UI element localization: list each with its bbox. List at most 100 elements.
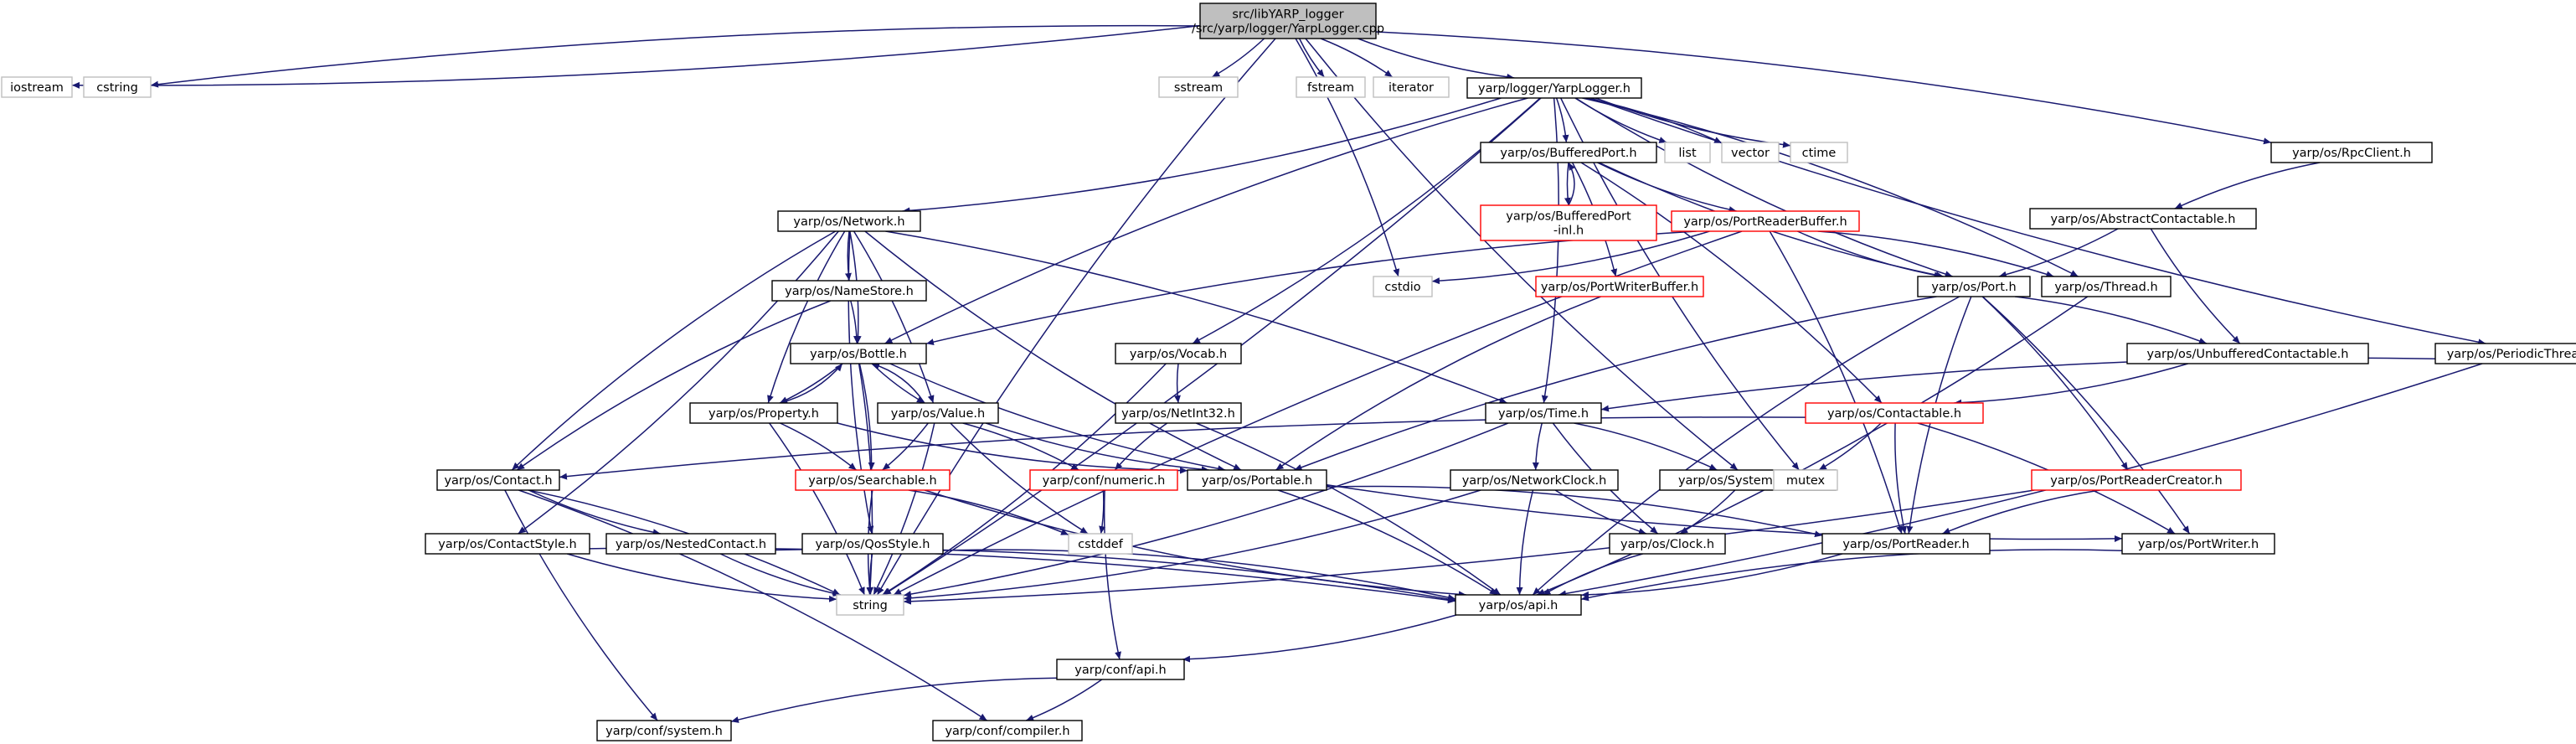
edge-abstractcontactable-to-unbufferedcontactable [2150,228,2241,344]
edge-confnumeric-to-confapi [1103,489,1121,660]
node-label-confcompiler: yarp/conf/compiler.h [945,725,1069,738]
node-contactstyle[interactable]: yarp/os/ContactStyle.h [425,533,590,555]
node-label-cstring: cstring [96,81,138,95]
node-label-netint32: yarp/os/NetInt32.h [1121,407,1235,421]
node-portwriterbuffer[interactable]: yarp/os/PortWriterBuffer.h [1535,276,1704,297]
node-label-thread: yarp/os/Thread.h [2054,281,2157,294]
node-networkclock[interactable]: yarp/os/NetworkClock.h [1450,469,1619,491]
node-value[interactable]: yarp/os/Value.h [877,402,999,424]
node-cstring: cstring [83,76,152,98]
node-yarplogger[interactable]: yarp/logger/YarpLogger.h [1466,77,1642,99]
node-confcompiler[interactable]: yarp/conf/compiler.h [932,720,1083,741]
node-unbufferedcontactable[interactable]: yarp/os/UnbufferedContactable.h [2126,343,2369,364]
node-box-portable [1187,469,1327,491]
edge-api-to-confapi [1182,614,1457,663]
edge-portreaderbuffer-to-portreader [1769,230,1904,535]
node-box-contact [436,469,560,491]
edge-value-to-confnumeric [962,422,1079,471]
edge-searchable-to-cstddef [908,489,1069,536]
node-box-contactstyle [425,533,590,555]
edge-bufferedport-to-bufferedportinl [1564,162,1571,206]
node-contact[interactable]: yarp/os/Contact.h [436,469,560,491]
node-label-bufferedportinl-1: -inl.h [1553,225,1584,238]
node-box-confsystem [596,720,732,741]
node-periodicthread[interactable]: yarp/os/PeriodicThread.h [2434,343,2576,364]
node-layer: src/libYARP_logger/src/yarp/logger/YarpL… [1,3,2576,741]
edge-property-to-searchable [780,422,857,471]
edge-networkclock-to-string [903,489,1481,602]
node-box-unbufferedcontactable [2126,343,2369,364]
edge-contactable-to-portreader [1894,422,1907,535]
node-portable[interactable]: yarp/os/Portable.h [1187,469,1327,491]
node-network[interactable]: yarp/os/Network.h [777,210,921,232]
node-label-portwriter: yarp/os/PortWriter.h [2138,538,2259,551]
edge-qosstyle-to-api [942,549,1456,601]
node-clock[interactable]: yarp/os/Clock.h [1609,533,1726,555]
node-confapi[interactable]: yarp/conf/api.h [1056,659,1185,680]
node-portreaderbuffer[interactable]: yarp/os/PortReaderBuffer.h [1671,210,1860,232]
node-cstddef: cstddef [1068,533,1133,555]
node-box-networkclock [1450,469,1619,491]
node-time[interactable]: yarp/os/Time.h [1485,402,1602,424]
node-bufferedportinl[interactable]: yarp/os/BufferedPort-inl.h [1480,204,1657,241]
node-label-nestedcontact: yarp/os/NestedContact.h [616,538,766,551]
node-vocab[interactable]: yarp/os/Vocab.h [1115,343,1242,364]
node-root[interactable]: src/libYARP_logger/src/yarp/logger/YarpL… [1192,3,1384,39]
node-rpcclient[interactable]: yarp/os/RpcClient.h [2270,142,2433,163]
edge-time-to-systemclock [1574,422,1718,471]
edge-port-to-unbufferedcontactable [2015,296,2208,344]
node-searchable[interactable]: yarp/os/Searchable.h [795,469,951,491]
node-qosstyle[interactable]: yarp/os/QosStyle.h [801,533,944,555]
node-portreadercreator[interactable]: yarp/os/PortReaderCreator.h [2031,469,2242,491]
node-bottle[interactable]: yarp/os/Bottle.h [790,343,927,364]
edge-contact-to-confcompiler [518,489,988,721]
node-label-property: yarp/os/Property.h [708,407,819,421]
edge-clock-to-api [1542,553,1643,596]
node-nestedcontact[interactable]: yarp/os/NestedContact.h [605,533,776,555]
edge-root-to-systemclock [1305,38,1739,471]
node-box-clock [1609,533,1726,555]
node-box-api [1455,594,1582,616]
node-label-mutex: mutex [1786,474,1826,488]
node-label-portreadercreator: yarp/os/PortReaderCreator.h [2050,474,2222,488]
edge-network-to-qosstyle [848,230,874,535]
node-box-netint32 [1115,402,1242,424]
edge-port-to-api [1532,296,1960,596]
edge-vocab-to-netint32 [1173,363,1181,404]
edge-root-to-yarplogger [1358,38,1515,80]
node-box-vocab [1115,343,1242,364]
node-property[interactable]: yarp/os/Property.h [689,402,838,424]
node-label-confapi: yarp/conf/api.h [1074,664,1166,677]
node-ctime: ctime [1790,142,1848,163]
node-confsystem[interactable]: yarp/conf/system.h [596,720,732,741]
node-thread[interactable]: yarp/os/Thread.h [2041,276,2172,297]
edge-periodicthread-to-api [1558,363,2483,597]
node-box-namestore [771,280,927,302]
edge-root-to-rpcclient [1375,31,2272,145]
node-box-time [1485,402,1602,424]
node-label-searchable: yarp/os/Searchable.h [808,474,936,488]
node-contactable[interactable]: yarp/os/Contactable.h [1805,402,1984,424]
node-box-contactable [1805,402,1984,424]
node-label-fstream: fstream [1307,81,1354,95]
node-namestore[interactable]: yarp/os/NameStore.h [771,280,927,302]
node-box-port [1917,276,2031,297]
edge-value-to-cstddef [950,422,1089,535]
node-label-confnumeric: yarp/conf/numeric.h [1043,474,1166,488]
edge-bottle-to-value [871,363,925,404]
edge-abstractcontactable-to-port [1998,228,2119,278]
node-netint32[interactable]: yarp/os/NetInt32.h [1115,402,1242,424]
node-list: list [1664,142,1711,163]
node-bufferedport[interactable]: yarp/os/BufferedPort.h [1480,142,1657,163]
node-confnumeric[interactable]: yarp/conf/numeric.h [1029,469,1178,491]
edge-bottle-to-searchable [858,363,875,471]
node-portwriter[interactable]: yarp/os/PortWriter.h [2121,533,2275,555]
edge-yarplogger-to-vocab [1192,97,1541,344]
node-portreader[interactable]: yarp/os/PortReader.h [1821,533,1991,555]
node-label-bufferedport: yarp/os/BufferedPort.h [1500,147,1636,160]
node-port[interactable]: yarp/os/Port.h [1917,276,2031,297]
edge-thread-to-api [1536,296,2089,596]
node-api[interactable]: yarp/os/api.h [1455,594,1582,616]
node-abstractcontactable[interactable]: yarp/os/AbstractContactable.h [2029,208,2257,230]
